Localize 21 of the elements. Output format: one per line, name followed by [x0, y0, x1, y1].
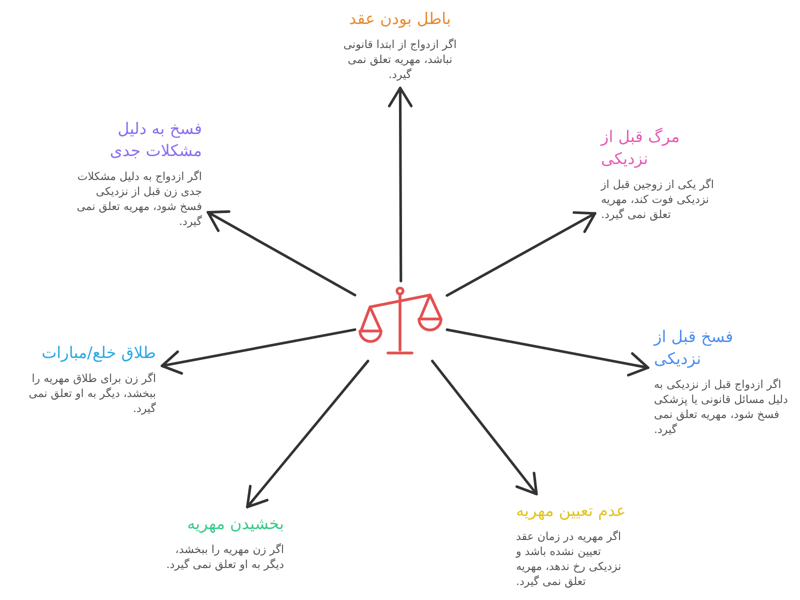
description: اگر ازدواج قبل از نزدیکی به دلیل مسائل قانونی یا پزشکی فسخ شود، مهریه تعلق نمی گیرد.	[654, 377, 788, 437]
heading: باطل بودن عقد	[349, 8, 451, 30]
description: اگر ازدواج به دلیل مشکلات جدی زن قبل از نزدیکی فسخ شود، مهریه تعلق نمی گیرد.	[76, 169, 202, 229]
arrow	[246, 360, 370, 508]
heading: بخشیدن مهریه	[187, 513, 284, 535]
arrow	[431, 360, 538, 496]
heading: طلاق خلع/مبارات	[42, 342, 156, 364]
description: اگر ازدواج از ابتدا قانونی نباشد، مهریه تعلق نمی گیرد.	[342, 37, 458, 82]
arrow	[388, 86, 413, 282]
arrow	[206, 210, 356, 296]
description: اگر زن برای طلاق مهریه را ببخشد، دیگر به او تعلق نمی گیرد.	[28, 371, 156, 416]
arrow	[160, 328, 356, 375]
description: اگر زن مهریه را ببخشد، دیگر به او تعلق نمی گیرد.	[165, 542, 284, 572]
description: اگر یکی از زوجین قبل از نزدیکی فوت کند، مهریه تعلق نمی گیرد.	[601, 177, 715, 222]
arrow	[446, 211, 596, 297]
heading: عدم تعیین مهریه	[516, 500, 626, 522]
arrow	[446, 328, 650, 376]
heading: مرگ قبل از نزدیکی	[601, 126, 681, 170]
heading: فسخ قبل از نزدیکی	[654, 326, 734, 370]
description: اگر مهریه در زمان عقد تعیین نشده باشد و نزدیکی رخ ندهد، مهریه تعلق نمی گیرد.	[516, 529, 622, 589]
heading: فسخ به دلیل مشکلات جدی	[108, 118, 202, 162]
